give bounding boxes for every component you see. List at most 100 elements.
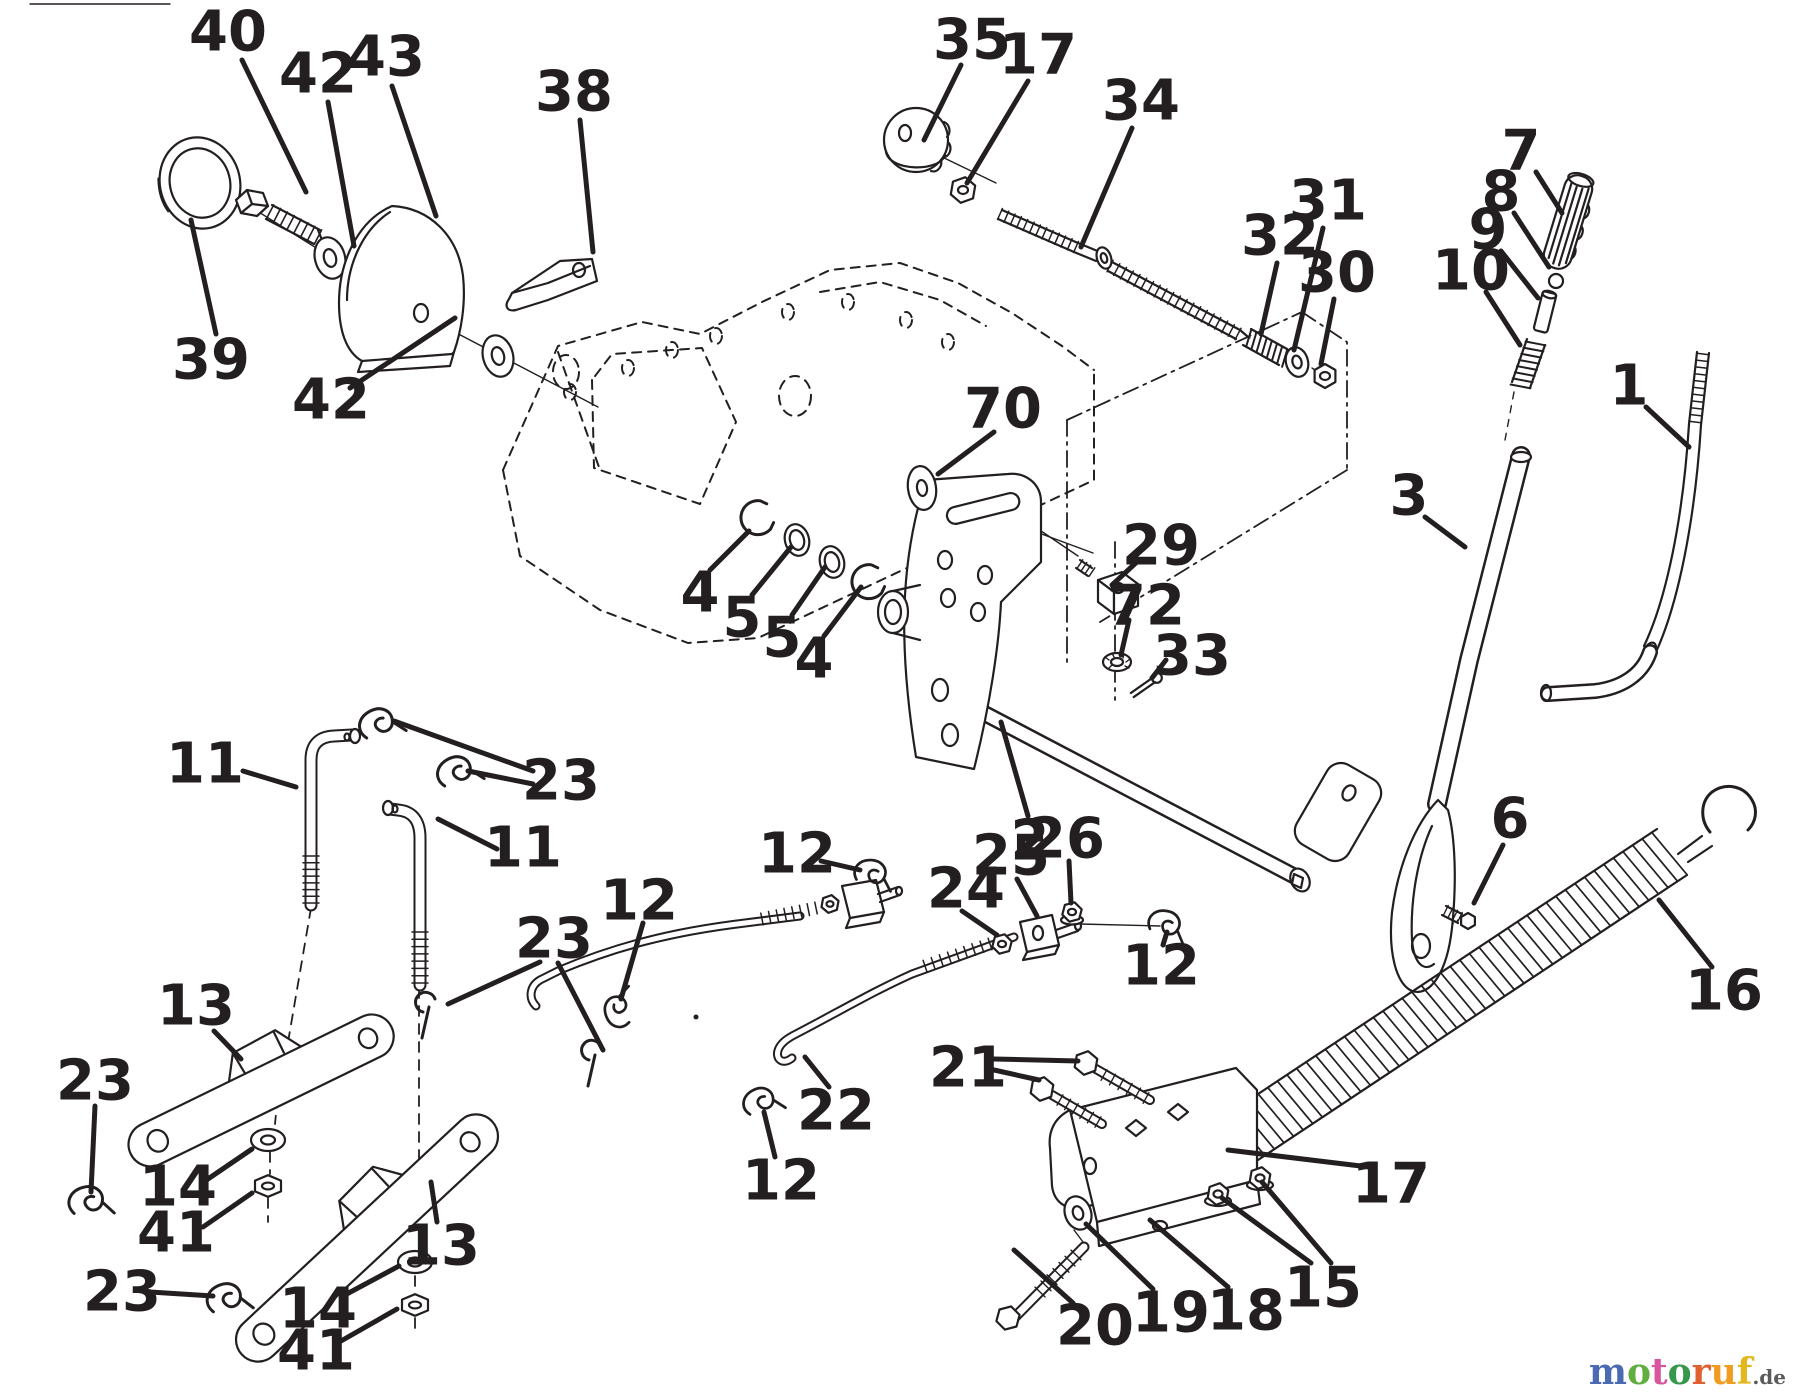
callout-10: 10 (1432, 239, 1510, 304)
part-29-shoulder-bolt (1074, 558, 1140, 616)
callout-leader-34 (1078, 125, 1135, 250)
callout-72: 72 (1107, 574, 1185, 639)
callout-leader-4 (707, 528, 752, 573)
callout-leader-42 (347, 315, 458, 391)
part-34-lift-adjust-rod (996, 207, 1249, 341)
callout-11: 11 (484, 816, 562, 881)
part-6-bolt (1440, 904, 1477, 931)
part-4-e-clip (734, 495, 778, 541)
callout-leader-43 (389, 83, 439, 219)
callout-leader-42 (325, 99, 357, 249)
part-22-rear-link-rod (773, 932, 1019, 1066)
part-11-j-bolt-2 (381, 799, 429, 992)
callout-leader-14 (202, 1146, 255, 1184)
part-12-clip-2 (601, 984, 634, 1030)
chassis-phantom-outline (502, 262, 1095, 644)
part-35-knob (882, 106, 952, 174)
part-13-lift-arm-2 (234, 1113, 500, 1363)
callout-leader-21 (991, 1056, 1081, 1064)
callout-leader-18 (1147, 1217, 1231, 1290)
watermark-letter: o (1667, 1351, 1692, 1393)
callout-24: 24 (927, 857, 1005, 922)
callout-12: 12 (1122, 934, 1200, 999)
watermark-letter: m (1588, 1351, 1627, 1393)
part-13-lift-arm (127, 1013, 395, 1168)
part-1-lift-link-rod (1539, 350, 1711, 703)
part-26-flange-nut (1059, 901, 1085, 926)
part-front-link-rod (526, 878, 904, 1011)
callout-11: 11 (166, 732, 244, 797)
callout-leader-70 (935, 429, 997, 477)
part-38-strap-bracket (505, 257, 599, 312)
callout-9: 9 (1469, 198, 1508, 263)
callout-leader-25 (1014, 876, 1040, 919)
callout-41: 41 (277, 1319, 355, 1384)
callout-leader-9 (1498, 248, 1541, 301)
callout-25: 25 (972, 824, 1050, 889)
callout-leader-15 (1259, 1179, 1334, 1266)
part-9-pin (1532, 289, 1558, 334)
callout-leader-41 (338, 1306, 400, 1344)
callout-7: 7 (1502, 119, 1541, 184)
callout-12: 12 (742, 1149, 820, 1214)
part-8-ball (1547, 272, 1565, 290)
callout-leader-21 (991, 1067, 1042, 1083)
callout-13: 13 (402, 1214, 480, 1279)
callout-leader-24 (959, 908, 1000, 938)
callout-leader-4 (821, 584, 864, 639)
callout-42: 42 (279, 42, 357, 107)
part-42-washer (313, 236, 347, 280)
part-72-lock-washer (1101, 651, 1133, 673)
part-10-spring (1509, 337, 1547, 390)
callout-leader-12 (761, 1109, 778, 1160)
callout-leader-11 (240, 768, 299, 790)
callout-16: 16 (1685, 959, 1763, 1024)
callout-17: 17 (999, 23, 1077, 88)
part-24-nut (991, 933, 1013, 955)
callout-leader-33 (1149, 657, 1169, 681)
callout-layer: 4042433839423517343231307891013702972334… (56, 0, 1763, 1384)
part-30-nut (1313, 362, 1337, 390)
callout-leader-20 (1011, 1247, 1076, 1306)
part-2-lift-shaft (876, 472, 1383, 893)
callout-3: 3 (1390, 464, 1429, 529)
stray-dot (693, 1014, 699, 1020)
part-42-washer-2 (481, 334, 515, 378)
callout-5: 5 (763, 606, 802, 671)
callout-leader-14 (340, 1263, 402, 1299)
part-17-nut (949, 176, 977, 204)
callout-leader-29 (1109, 557, 1142, 588)
callout-leader-23 (147, 1289, 216, 1299)
callout-leader-12 (1160, 929, 1170, 948)
part-7-grip (1542, 171, 1595, 270)
callout-22: 22 (797, 1079, 875, 1144)
part-14-washer (249, 1127, 287, 1153)
callout-32: 32 (1241, 204, 1319, 269)
callout-leader-1 (1643, 404, 1692, 450)
callout-31: 31 (1289, 169, 1367, 234)
part-14-washer-2 (396, 1249, 434, 1275)
watermark-letter: f (1736, 1351, 1753, 1393)
callout-leader-16 (1656, 897, 1715, 970)
callout-70: 70 (964, 377, 1042, 442)
callout-leader-35 (921, 62, 964, 143)
callout-14: 14 (279, 1277, 357, 1342)
callout-38: 38 (535, 60, 613, 125)
callout-20: 20 (1056, 1294, 1134, 1359)
callout-leader-23 (555, 960, 606, 1053)
part-11-j-bolt (302, 727, 362, 912)
callout-23: 23 (56, 1049, 134, 1114)
reference-box-dashdot (1066, 311, 1348, 701)
callout-leader-26 (1066, 858, 1074, 906)
callout-13: 13 (157, 974, 235, 1039)
callout-43: 43 (347, 25, 425, 90)
callout-34: 34 (1102, 69, 1180, 134)
part-21-bolt (1029, 1076, 1107, 1129)
callout-leader-11 (435, 816, 500, 852)
callout-leader-38 (577, 117, 596, 255)
callout-29: 29 (1122, 514, 1200, 579)
callout-leader-15 (1219, 1195, 1314, 1266)
callout-leader-3 (1422, 514, 1468, 550)
callout-leader-30 (1318, 296, 1337, 367)
